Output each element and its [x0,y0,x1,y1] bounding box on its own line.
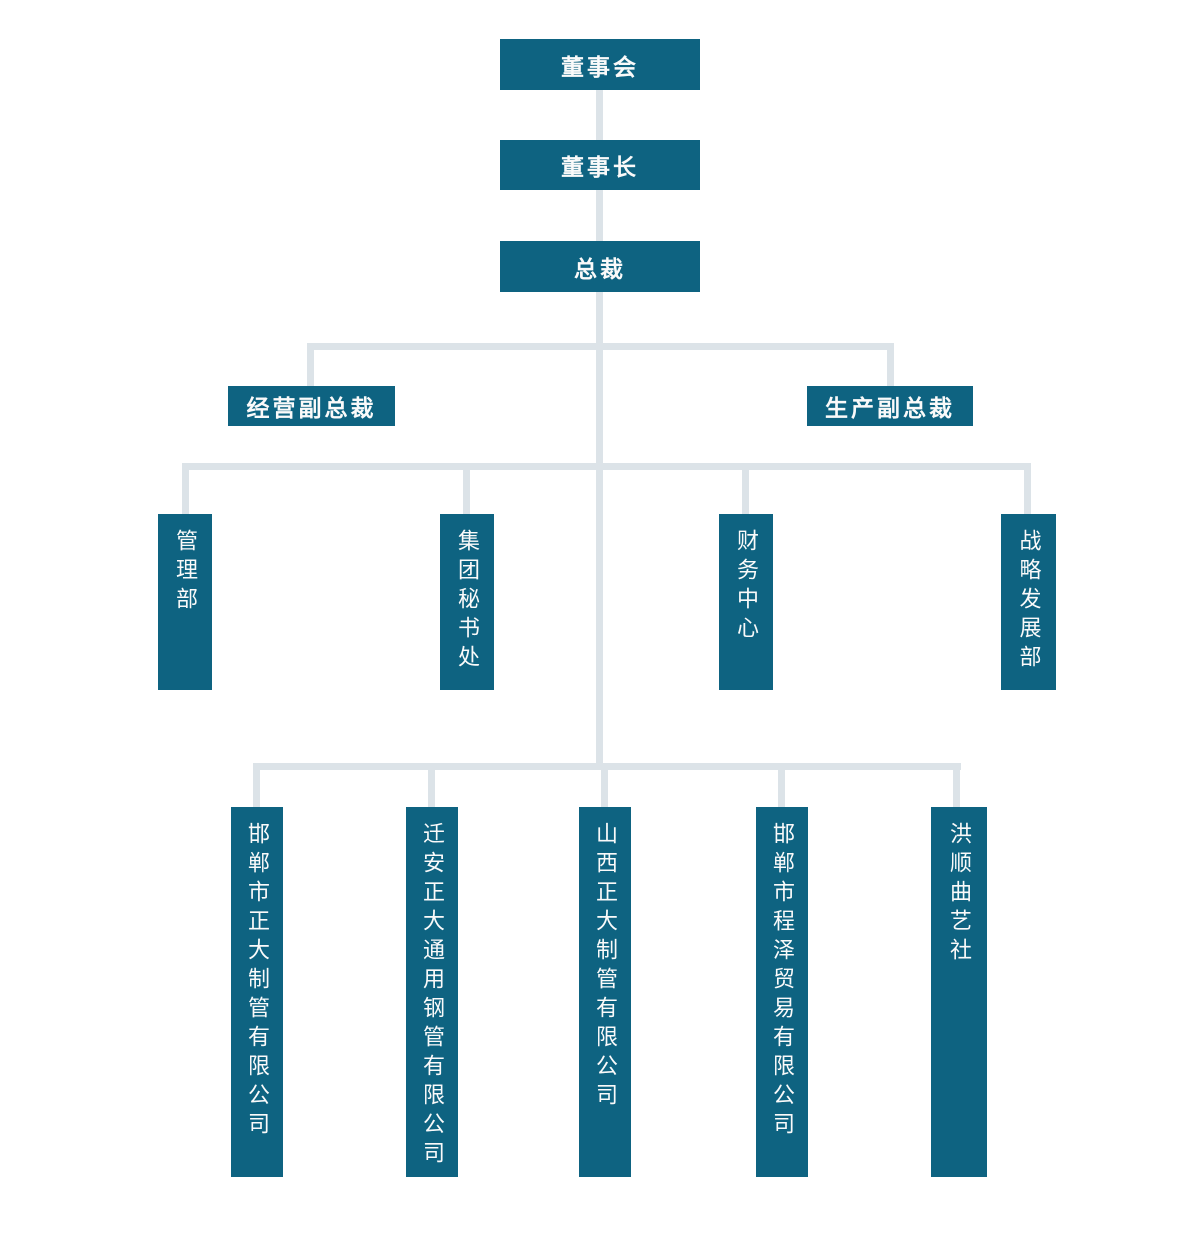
node-vp-production-label: 生产副总裁 [825,396,955,421]
connector-vp-horizontal [307,343,894,350]
connector-drop-vp-production [887,343,894,387]
node-dept-management: 管理部 [158,514,212,690]
node-president: 总裁 [500,241,700,292]
connector-drop-sub-1 [253,763,260,808]
node-board: 董事会 [500,39,700,90]
connector-drop-sub-5 [953,763,960,808]
connector-drop-dept-management [182,463,189,515]
node-sub-handan-zhengda-pipe: 邯郸市正大制管有限公司 [231,807,283,1177]
node-chairman: 董事长 [500,140,700,190]
node-sub-hongshun-quyi-label: 洪顺曲艺社 [947,822,972,967]
node-vp-operations-label: 经营副总裁 [246,396,377,421]
node-sub-handan-chengze-trade-label: 邯郸市程泽贸易有限公司 [770,822,795,1141]
node-sub-handan-zhengda-pipe-label: 邯郸市正大制管有限公司 [245,822,270,1141]
connector-president-trunk [596,290,603,770]
node-dept-management-label: 管理部 [173,529,198,616]
node-sub-shanxi-zhengda-pipe-label: 山西正大制管有限公司 [593,822,618,1112]
node-vp-production: 生产副总裁 [807,386,973,426]
node-sub-shanxi-zhengda-pipe: 山西正大制管有限公司 [579,807,631,1177]
connector-dept-horizontal [182,463,1031,470]
node-dept-secretariat-label: 集团秘书处 [455,529,480,674]
node-dept-strategy-label: 战略发展部 [1016,529,1042,674]
node-dept-secretariat: 集团秘书处 [440,514,494,690]
node-sub-qianan-zhengda-steel-label: 迁安正大通用钢管有限公司 [420,822,445,1170]
node-dept-strategy: 战略发展部 [1001,514,1056,690]
connector-drop-vp-operations [307,343,314,387]
node-chairman-label: 董事长 [561,155,639,180]
node-dept-finance: 财务中心 [719,514,773,690]
connector-drop-dept-secretariat [463,463,470,515]
connector-chairman-president [596,189,603,242]
connector-drop-sub-2 [428,763,435,808]
connector-board-chairman [596,88,603,141]
connector-drop-dept-finance [742,463,749,515]
node-president-label: 总裁 [574,256,626,282]
connector-drop-dept-strategy [1024,463,1031,515]
node-sub-qianan-zhengda-steel: 迁安正大通用钢管有限公司 [406,807,458,1177]
node-sub-handan-chengze-trade: 邯郸市程泽贸易有限公司 [756,807,808,1177]
connector-drop-sub-4 [778,763,785,808]
node-vp-operations: 经营副总裁 [228,386,395,426]
node-board-label: 董事会 [561,54,639,80]
node-sub-hongshun-quyi: 洪顺曲艺社 [931,807,987,1177]
connector-drop-sub-3 [601,763,608,808]
node-dept-finance-label: 财务中心 [734,529,759,645]
